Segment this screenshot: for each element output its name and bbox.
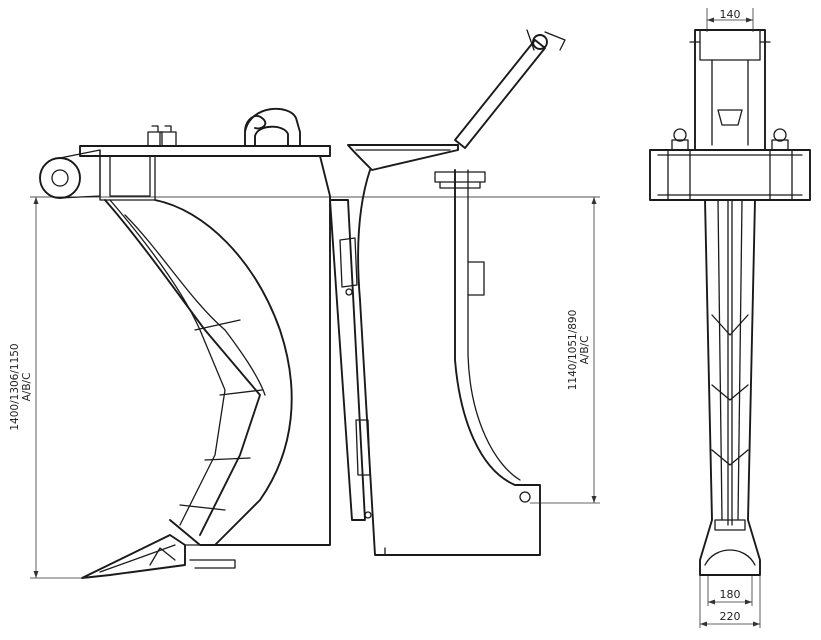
- side-rail: [329, 199, 366, 521]
- dim-left-variant-label: A/B/C: [21, 373, 33, 402]
- dim-bottom-outer-label: 220: [720, 610, 741, 623]
- lifting-hook: [244, 107, 301, 147]
- left-side-view: [39, 107, 331, 579]
- middle-side-view: [329, 29, 566, 556]
- dim-bottom-inner-label: 180: [720, 588, 741, 601]
- shank-inner: [154, 199, 293, 546]
- dim-mid-variant-label: A/B/C: [579, 336, 591, 365]
- dim-left-height: 1400/1306/1150 A/B/C: [9, 197, 86, 579]
- bottom-pin: [519, 491, 531, 503]
- front-crossbar: [649, 149, 811, 201]
- dim-top-width: 140: [706, 8, 754, 32]
- ripper-tip: [81, 534, 186, 579]
- dim-top-width-label: 140: [720, 8, 741, 21]
- top-cup: [347, 144, 459, 171]
- side-handle: [467, 261, 485, 296]
- front-mast: [694, 29, 766, 151]
- bolt-right: [159, 125, 177, 147]
- lever-arm: [454, 39, 546, 149]
- arm-pivot: [532, 34, 548, 50]
- front-view: [649, 29, 811, 576]
- front-shank: [699, 199, 761, 576]
- shank-outer: [104, 199, 261, 536]
- hinge-eye: [39, 157, 81, 199]
- dim-mid-height-label: 1140/1051/890: [567, 310, 579, 391]
- dim-bottom-outer: 220: [699, 576, 761, 628]
- dim-mid-height: 1140/1051/890 A/B/C: [530, 197, 600, 504]
- body-outline: [154, 155, 331, 546]
- dim-bottom-inner: 180: [707, 576, 753, 606]
- clamp: [434, 171, 486, 183]
- hinge-pin: [51, 169, 69, 187]
- dim-left-height-label: 1400/1306/1150: [9, 343, 21, 430]
- top-plate: [79, 145, 331, 157]
- middle-body: [357, 169, 541, 556]
